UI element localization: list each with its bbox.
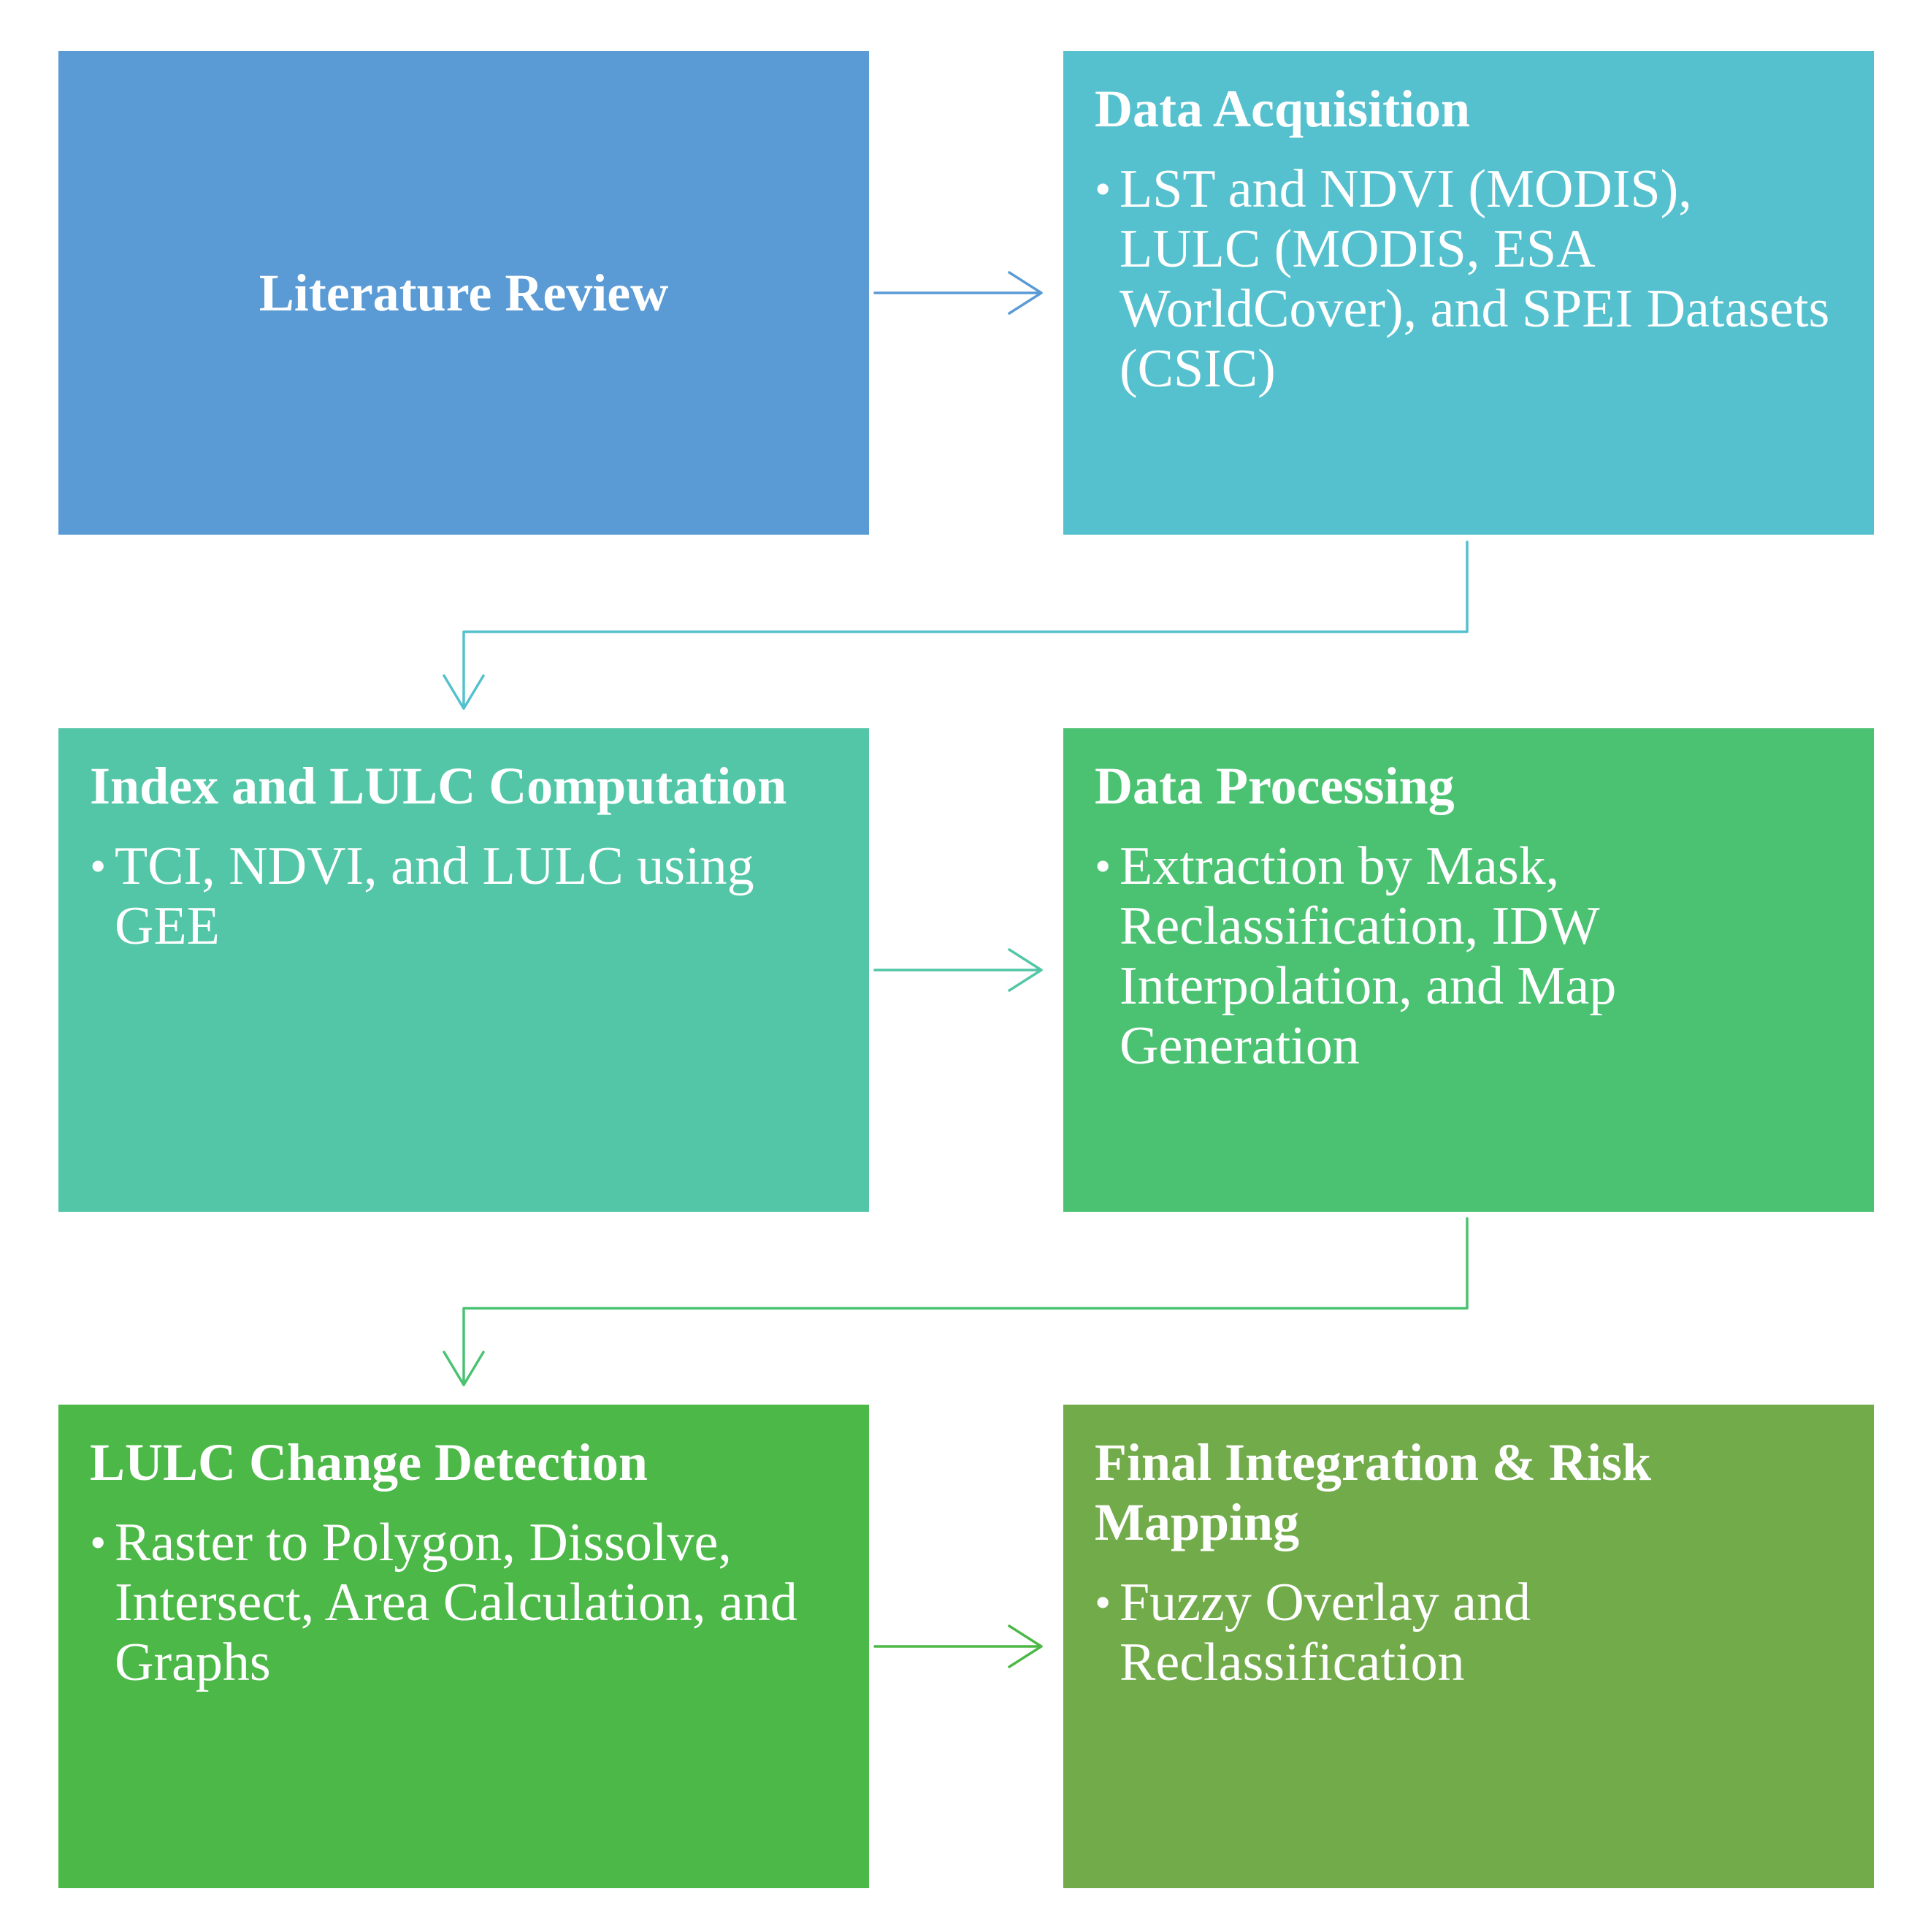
- arrow-row2: [873, 948, 1043, 992]
- step-bullet-text: LST and NDVI (MODIS), LULC (MODIS, ESA W…: [1120, 159, 1830, 399]
- step-final-integration-risk-mapping: Final Integration & Risk Mapping • Fuzzy…: [1063, 1405, 1874, 1888]
- arrow-row1-to-row2: [443, 541, 1469, 710]
- step-lulc-change-detection: LULC Change Detection • Raster to Polygo…: [58, 1405, 869, 1888]
- arrow-row2-to-row3: [443, 1217, 1469, 1386]
- bullet-dot-icon: •: [90, 1516, 107, 1568]
- step-title: Index and LULC Computation: [90, 757, 787, 815]
- bullet-dot-icon: •: [1095, 163, 1111, 215]
- step-literature-review: Literature Review: [58, 51, 869, 535]
- step-title: LULC Change Detection: [90, 1433, 648, 1492]
- step-title: Data Processing: [1095, 757, 1455, 815]
- step-bullet: • TCI, NDVI, and LULC using GEE: [90, 836, 837, 956]
- step-bullet-text: Extraction by Mask, Reclassification, ID…: [1120, 836, 1617, 1076]
- step-bullet-text: Raster to Polygon, Dissolve, Intersect, …: [115, 1513, 797, 1692]
- step-bullet: • Fuzzy Overlay and Reclassification: [1095, 1573, 1842, 1692]
- bullet-dot-icon: •: [1095, 840, 1111, 892]
- bullet-dot-icon: •: [90, 840, 107, 892]
- arrow-row3: [873, 1624, 1043, 1668]
- arrow-row1: [873, 271, 1043, 315]
- step-title: Final Integration & Risk Mapping: [1095, 1433, 1652, 1551]
- step-bullet-text: Fuzzy Overlay and Reclassification: [1120, 1573, 1531, 1692]
- bullet-dot-icon: •: [1095, 1576, 1111, 1628]
- step-data-acquisition: Data Acquisition • LST and NDVI (MODIS),…: [1063, 51, 1874, 535]
- step-index-lulc-computation: Index and LULC Computation • TCI, NDVI, …: [58, 728, 869, 1212]
- step-data-processing: Data Processing • Extraction by Mask, Re…: [1063, 728, 1874, 1212]
- step-bullet: • Extraction by Mask, Reclassification, …: [1095, 836, 1842, 1076]
- step-title: Data Acquisition: [1095, 80, 1471, 138]
- step-bullet-text: TCI, NDVI, and LULC using GEE: [115, 836, 754, 956]
- step-title: Literature Review: [259, 264, 669, 322]
- step-bullet: • Raster to Polygon, Dissolve, Intersect…: [90, 1513, 837, 1692]
- step-bullet: • LST and NDVI (MODIS), LULC (MODIS, ESA…: [1095, 159, 1842, 399]
